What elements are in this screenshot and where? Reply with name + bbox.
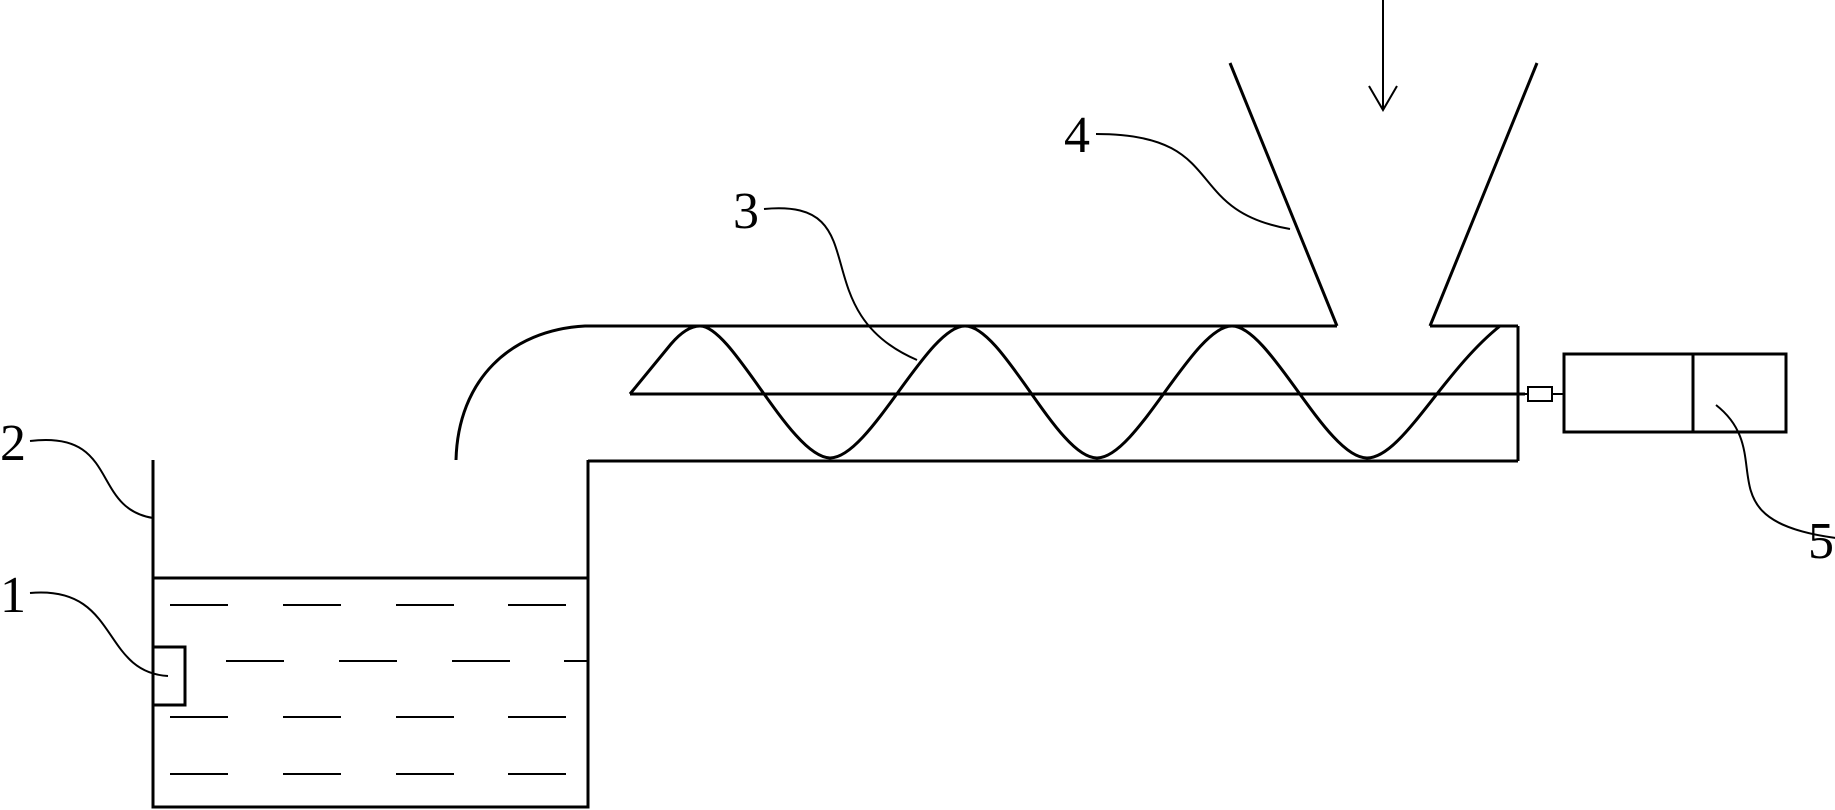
label-motor: 5	[1808, 513, 1834, 570]
liquid-tank	[151, 460, 590, 809]
screw-auger	[628, 324, 1525, 460]
leader-lines	[29, 133, 1835, 677]
arrow-down-icon	[1368, 0, 1398, 112]
shaft-coupling	[1518, 386, 1564, 402]
conveyor-housing	[454, 324, 1520, 578]
drive-motor	[1562, 352, 1788, 434]
heater-element	[151, 645, 187, 707]
label-tank-heater: 1	[0, 567, 26, 624]
label-hopper: 4	[1064, 107, 1090, 164]
liquid-surface-marks	[170, 604, 588, 775]
feed-hopper	[1228, 62, 1539, 327]
label-tank: 2	[0, 415, 26, 472]
label-screw: 3	[733, 183, 759, 240]
